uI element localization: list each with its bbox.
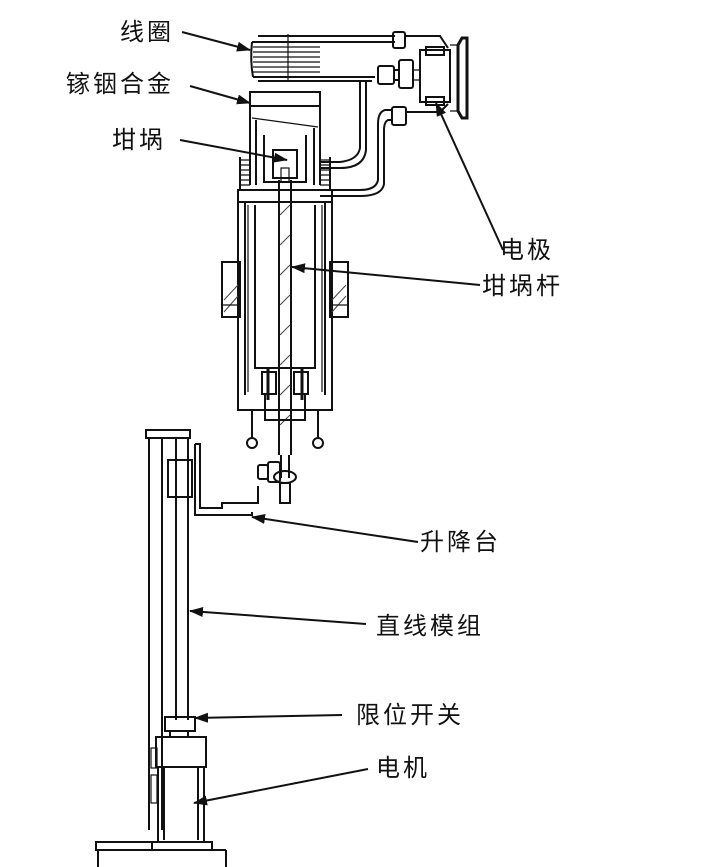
- limit-switch: [164, 716, 196, 732]
- arrow-motor: [193, 768, 369, 806]
- motor: [150, 731, 207, 843]
- electrode-block: [377, 36, 469, 120]
- lift-platform: [194, 443, 259, 516]
- label-linear-module: 直线模组: [376, 612, 484, 640]
- label-electrode: 电极: [500, 236, 554, 264]
- arrow-lift-platform: [251, 513, 419, 543]
- arrow-linear-module: [189, 606, 367, 625]
- label-lift-platform: 升降台: [420, 528, 501, 556]
- arrow-alloy: [189, 85, 251, 105]
- cooling-tubes: [320, 82, 449, 197]
- arrow-electrode: [435, 102, 504, 251]
- label-alloy: 镓铟合金: [66, 70, 174, 98]
- induction-coil: [250, 31, 449, 82]
- base: [95, 841, 227, 867]
- linear-module: [145, 429, 193, 830]
- label-motor: 电机: [376, 754, 430, 782]
- label-limit-switch: 限位开关: [356, 701, 464, 729]
- arrow-crucible-rod: [291, 263, 481, 286]
- alloy-chamber: [239, 91, 331, 190]
- label-crucible-rod: 坩埚杆: [482, 272, 563, 300]
- rod-coupling: [257, 455, 297, 504]
- coil-turns-left: [239, 157, 250, 190]
- leader-lines: [179, 31, 504, 806]
- arrow-limit-switch: [194, 712, 343, 723]
- arrow-crucible: [179, 139, 288, 163]
- coil-turns-right: [320, 157, 331, 190]
- label-coil: 线圈: [120, 18, 174, 46]
- arrow-coil: [181, 31, 251, 52]
- label-crucible: 坩埚: [112, 126, 166, 154]
- carriage: [167, 459, 193, 498]
- main-housing: [221, 180, 349, 455]
- crucible-box: [272, 149, 298, 179]
